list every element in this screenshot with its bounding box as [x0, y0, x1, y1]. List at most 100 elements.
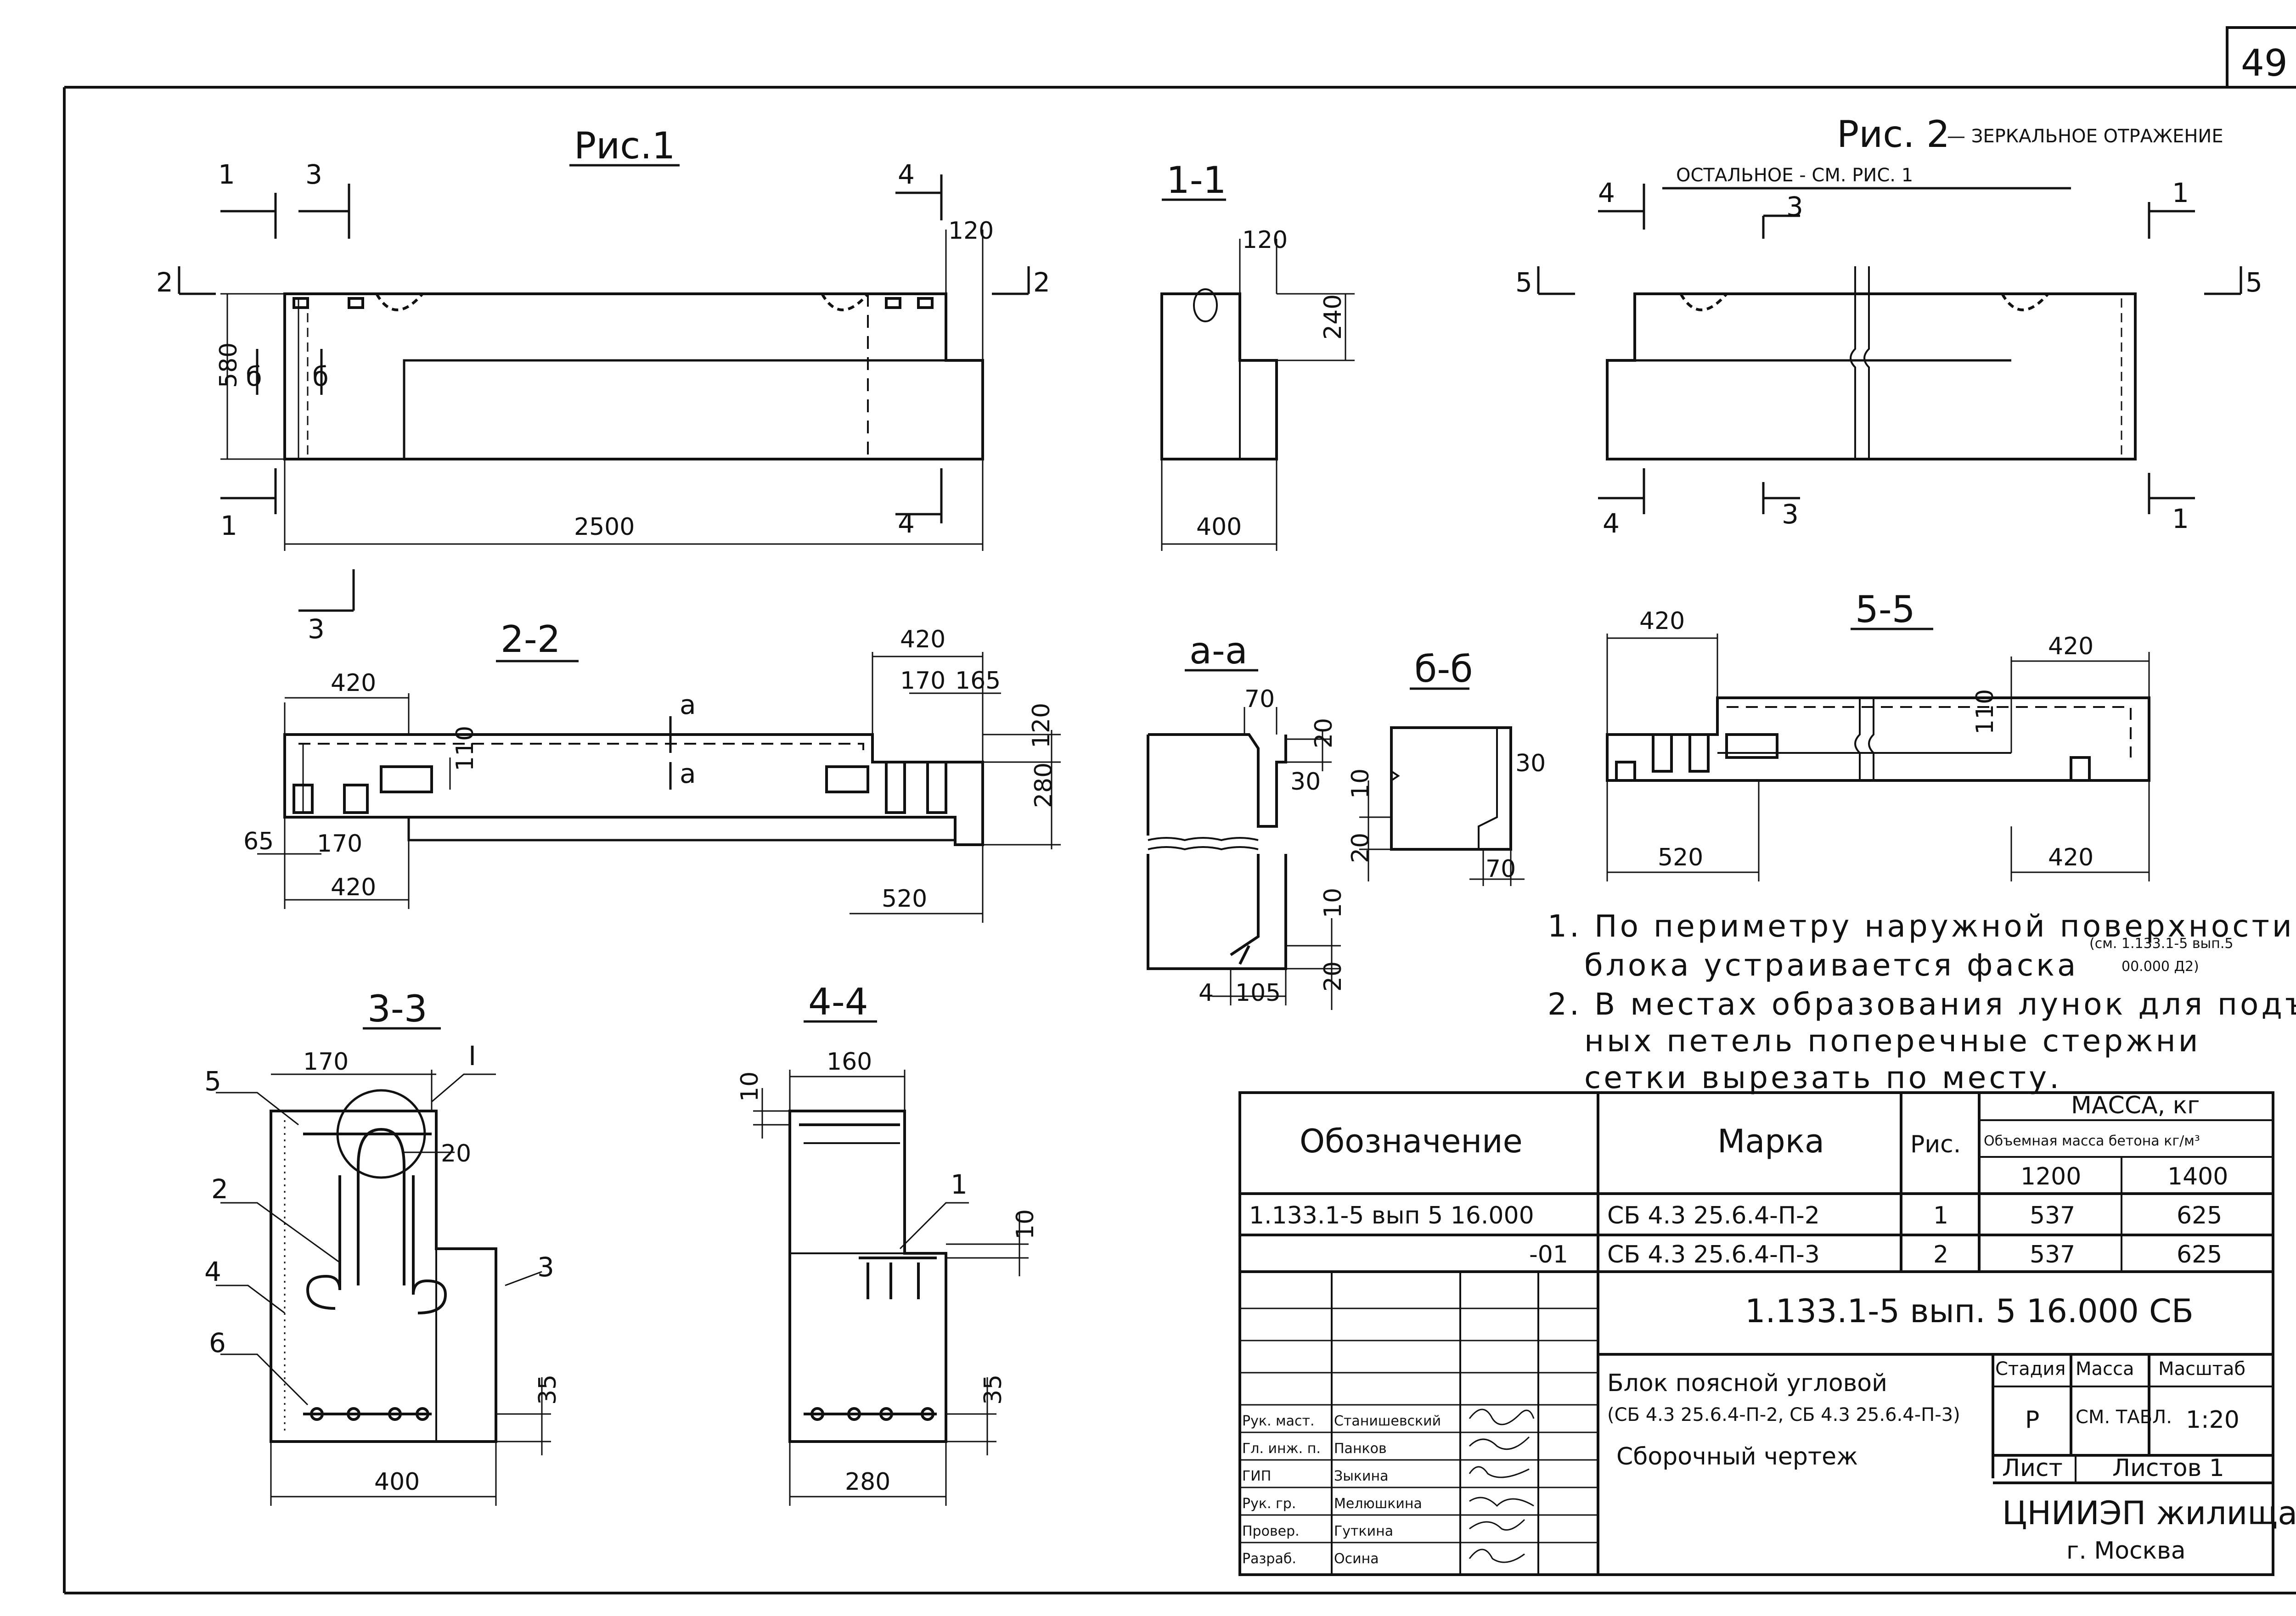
svg-text:Стадия: Стадия — [1995, 1358, 2065, 1380]
svg-text:1: 1 — [1933, 1202, 1948, 1229]
svg-text:3: 3 — [1782, 499, 1799, 530]
svg-text:Рис.: Рис. — [1910, 1131, 1961, 1158]
svg-text:00.000 Д2): 00.000 Д2) — [2122, 959, 2199, 975]
svg-text:420: 420 — [900, 626, 945, 653]
svg-text:СМ. ТАБЛ.: СМ. ТАБЛ. — [2076, 1407, 2172, 1428]
svg-text:Масса: Масса — [2076, 1358, 2134, 1380]
section-4-4: 4-4 160 2 — [736, 981, 1039, 1506]
svg-text:Мелюшкина: Мелюшкина — [1334, 1496, 1422, 1512]
svg-text:Сборочный чертеж: Сборочный чертеж — [1616, 1443, 1858, 1470]
svg-text:70: 70 — [1244, 685, 1275, 713]
svg-text:10: 10 — [1319, 888, 1347, 918]
svg-text:120: 120 — [948, 217, 994, 245]
svg-text:2: 2 — [211, 1173, 228, 1205]
svg-text:4-4: 4-4 — [808, 981, 868, 1023]
section-b-b: б-б 30 70 10 20 — [1347, 648, 1546, 886]
svg-text:Листов 1: Листов 1 — [2112, 1454, 2224, 1482]
svg-text:2: 2 — [1933, 1241, 1948, 1268]
svg-text:блока устраивается фаска: блока устраивается фаска — [1584, 948, 2078, 983]
svg-text:Гл. инж. п.: Гл. инж. п. — [1242, 1441, 1321, 1457]
notes: 1. По периметру наружной поверхности бло… — [1548, 909, 2296, 1095]
svg-text:1: 1 — [2172, 503, 2189, 534]
page-number: 49 — [2241, 42, 2288, 84]
svg-text:20: 20 — [1319, 961, 1347, 992]
svg-text:110: 110 — [1971, 689, 1999, 735]
svg-text:-01: -01 — [1529, 1241, 1568, 1268]
section-3-3: 3-3 170 400 20 35 5 2 — [204, 988, 562, 1506]
svg-text:ГИП: ГИП — [1242, 1468, 1271, 1484]
svg-text:г. Москва: г. Москва — [2066, 1537, 2186, 1565]
svg-text:70: 70 — [1486, 855, 1516, 883]
spec-table: Обозначение Марка Рис. МАССА, кг Объемна… — [1238, 1091, 2296, 1576]
svg-text:Обозначение: Обозначение — [1300, 1122, 1523, 1160]
svg-text:б: б — [312, 361, 329, 392]
svg-text:ОСТАЛЬНОЕ - СМ. РИС. 1: ОСТАЛЬНОЕ - СМ. РИС. 1 — [1676, 165, 1913, 186]
svg-text:б-б: б-б — [1414, 648, 1473, 690]
svg-text:Рук. гр.: Рук. гр. — [1242, 1496, 1296, 1512]
svg-text:Разраб.: Разраб. — [1242, 1551, 1296, 1567]
svg-text:10: 10 — [1347, 769, 1374, 799]
svg-text:а: а — [680, 758, 696, 789]
svg-text:625: 625 — [2177, 1241, 2222, 1268]
svg-text:1:20: 1:20 — [2186, 1406, 2240, 1434]
svg-text:1: 1 — [2172, 177, 2189, 208]
svg-text:20: 20 — [1347, 833, 1374, 863]
svg-text:5: 5 — [204, 1066, 221, 1097]
svg-text:580: 580 — [215, 342, 242, 388]
svg-text:1: 1 — [951, 1169, 968, 1200]
svg-text:420: 420 — [2048, 633, 2093, 660]
svg-text:Панков: Панков — [1334, 1441, 1387, 1457]
svg-text:420: 420 — [1639, 607, 1685, 635]
svg-text:170: 170 — [900, 667, 945, 695]
svg-text:4: 4 — [1199, 979, 1214, 1007]
svg-text:537: 537 — [2030, 1202, 2075, 1229]
svg-text:520: 520 — [882, 885, 927, 913]
section-5-5: 5-5 420 420 520 420 — [1606, 588, 2150, 881]
svg-text:2500: 2500 — [574, 513, 635, 541]
svg-text:Блок поясной угловой: Блок поясной угловой — [1607, 1369, 1887, 1397]
svg-text:625: 625 — [2177, 1202, 2222, 1229]
svg-text:5: 5 — [1515, 267, 1532, 298]
svg-text:30: 30 — [1515, 750, 1546, 777]
svg-text:110: 110 — [451, 726, 479, 771]
sheet-frame — [63, 26, 2296, 1594]
svg-text:2-2: 2-2 — [501, 618, 561, 661]
svg-text:400: 400 — [374, 1468, 420, 1496]
svg-text:ЦНИИЭП жилища: ЦНИИЭП жилища — [2002, 1494, 2296, 1532]
svg-text:1: 1 — [220, 510, 237, 541]
svg-text:Осина: Осина — [1334, 1551, 1379, 1567]
svg-text:120: 120 — [1242, 226, 1288, 254]
svg-text:Рис. 2: Рис. 2 — [1837, 113, 1950, 156]
svg-text:120: 120 — [1028, 703, 1055, 748]
svg-text:160: 160 — [827, 1048, 872, 1076]
svg-text:20: 20 — [1310, 718, 1338, 748]
svg-text:6: 6 — [209, 1327, 226, 1358]
svg-text:2. В местах образования лунок: 2. В местах образования лунок для подъем — [1548, 987, 2296, 1022]
section-a-a: а-а 70 20 30 10 20 4 105 — [1147, 629, 1347, 1010]
svg-text:Провер.: Провер. — [1242, 1523, 1300, 1539]
figure-1-title: Рис.1 — [574, 124, 675, 167]
svg-text:3: 3 — [308, 613, 325, 645]
svg-text:(СБ 4.3 25.6.4-П-2, СБ 4.3 25.: (СБ 4.3 25.6.4-П-2, СБ 4.3 25.6.4-П-3) — [1607, 1404, 1960, 1425]
svg-text:3: 3 — [537, 1251, 554, 1283]
figure-2: Рис. 2 — ЗЕРКАЛЬНОЕ ОТРАЖЕНИЕ ОСТАЛЬНОЕ … — [1515, 113, 2262, 539]
svg-text:1.133.1-5 вып. 5 16.000 СБ: 1.133.1-5 вып. 5 16.000 СБ — [1745, 1292, 2194, 1330]
svg-text:10: 10 — [1012, 1209, 1039, 1240]
svg-text:2: 2 — [1033, 267, 1050, 298]
svg-text:4: 4 — [204, 1256, 221, 1287]
svg-text:Станишевский: Станишевский — [1334, 1413, 1441, 1429]
svg-text:35: 35 — [979, 1375, 1007, 1405]
svg-text:520: 520 — [1658, 844, 1703, 871]
svg-text:3: 3 — [305, 159, 322, 190]
svg-text:1: 1 — [218, 159, 235, 190]
svg-text:5-5: 5-5 — [1855, 588, 1915, 631]
section-1-1: 1-1 400 120 240 — [1160, 159, 1355, 551]
svg-text:420: 420 — [331, 874, 376, 901]
svg-text:Масштаб: Масштаб — [2158, 1358, 2245, 1380]
svg-text:— ЗЕРКАЛЬНОЕ ОТРАЖЕНИЕ: — ЗЕРКАЛЬНОЕ ОТРАЖЕНИЕ — [1947, 126, 2223, 147]
svg-text:400: 400 — [1196, 513, 1242, 541]
svg-text:1200: 1200 — [2020, 1163, 2081, 1190]
svg-text:МАССА, кг: МАССА, кг — [2071, 1092, 2200, 1119]
svg-text:2: 2 — [156, 267, 173, 298]
